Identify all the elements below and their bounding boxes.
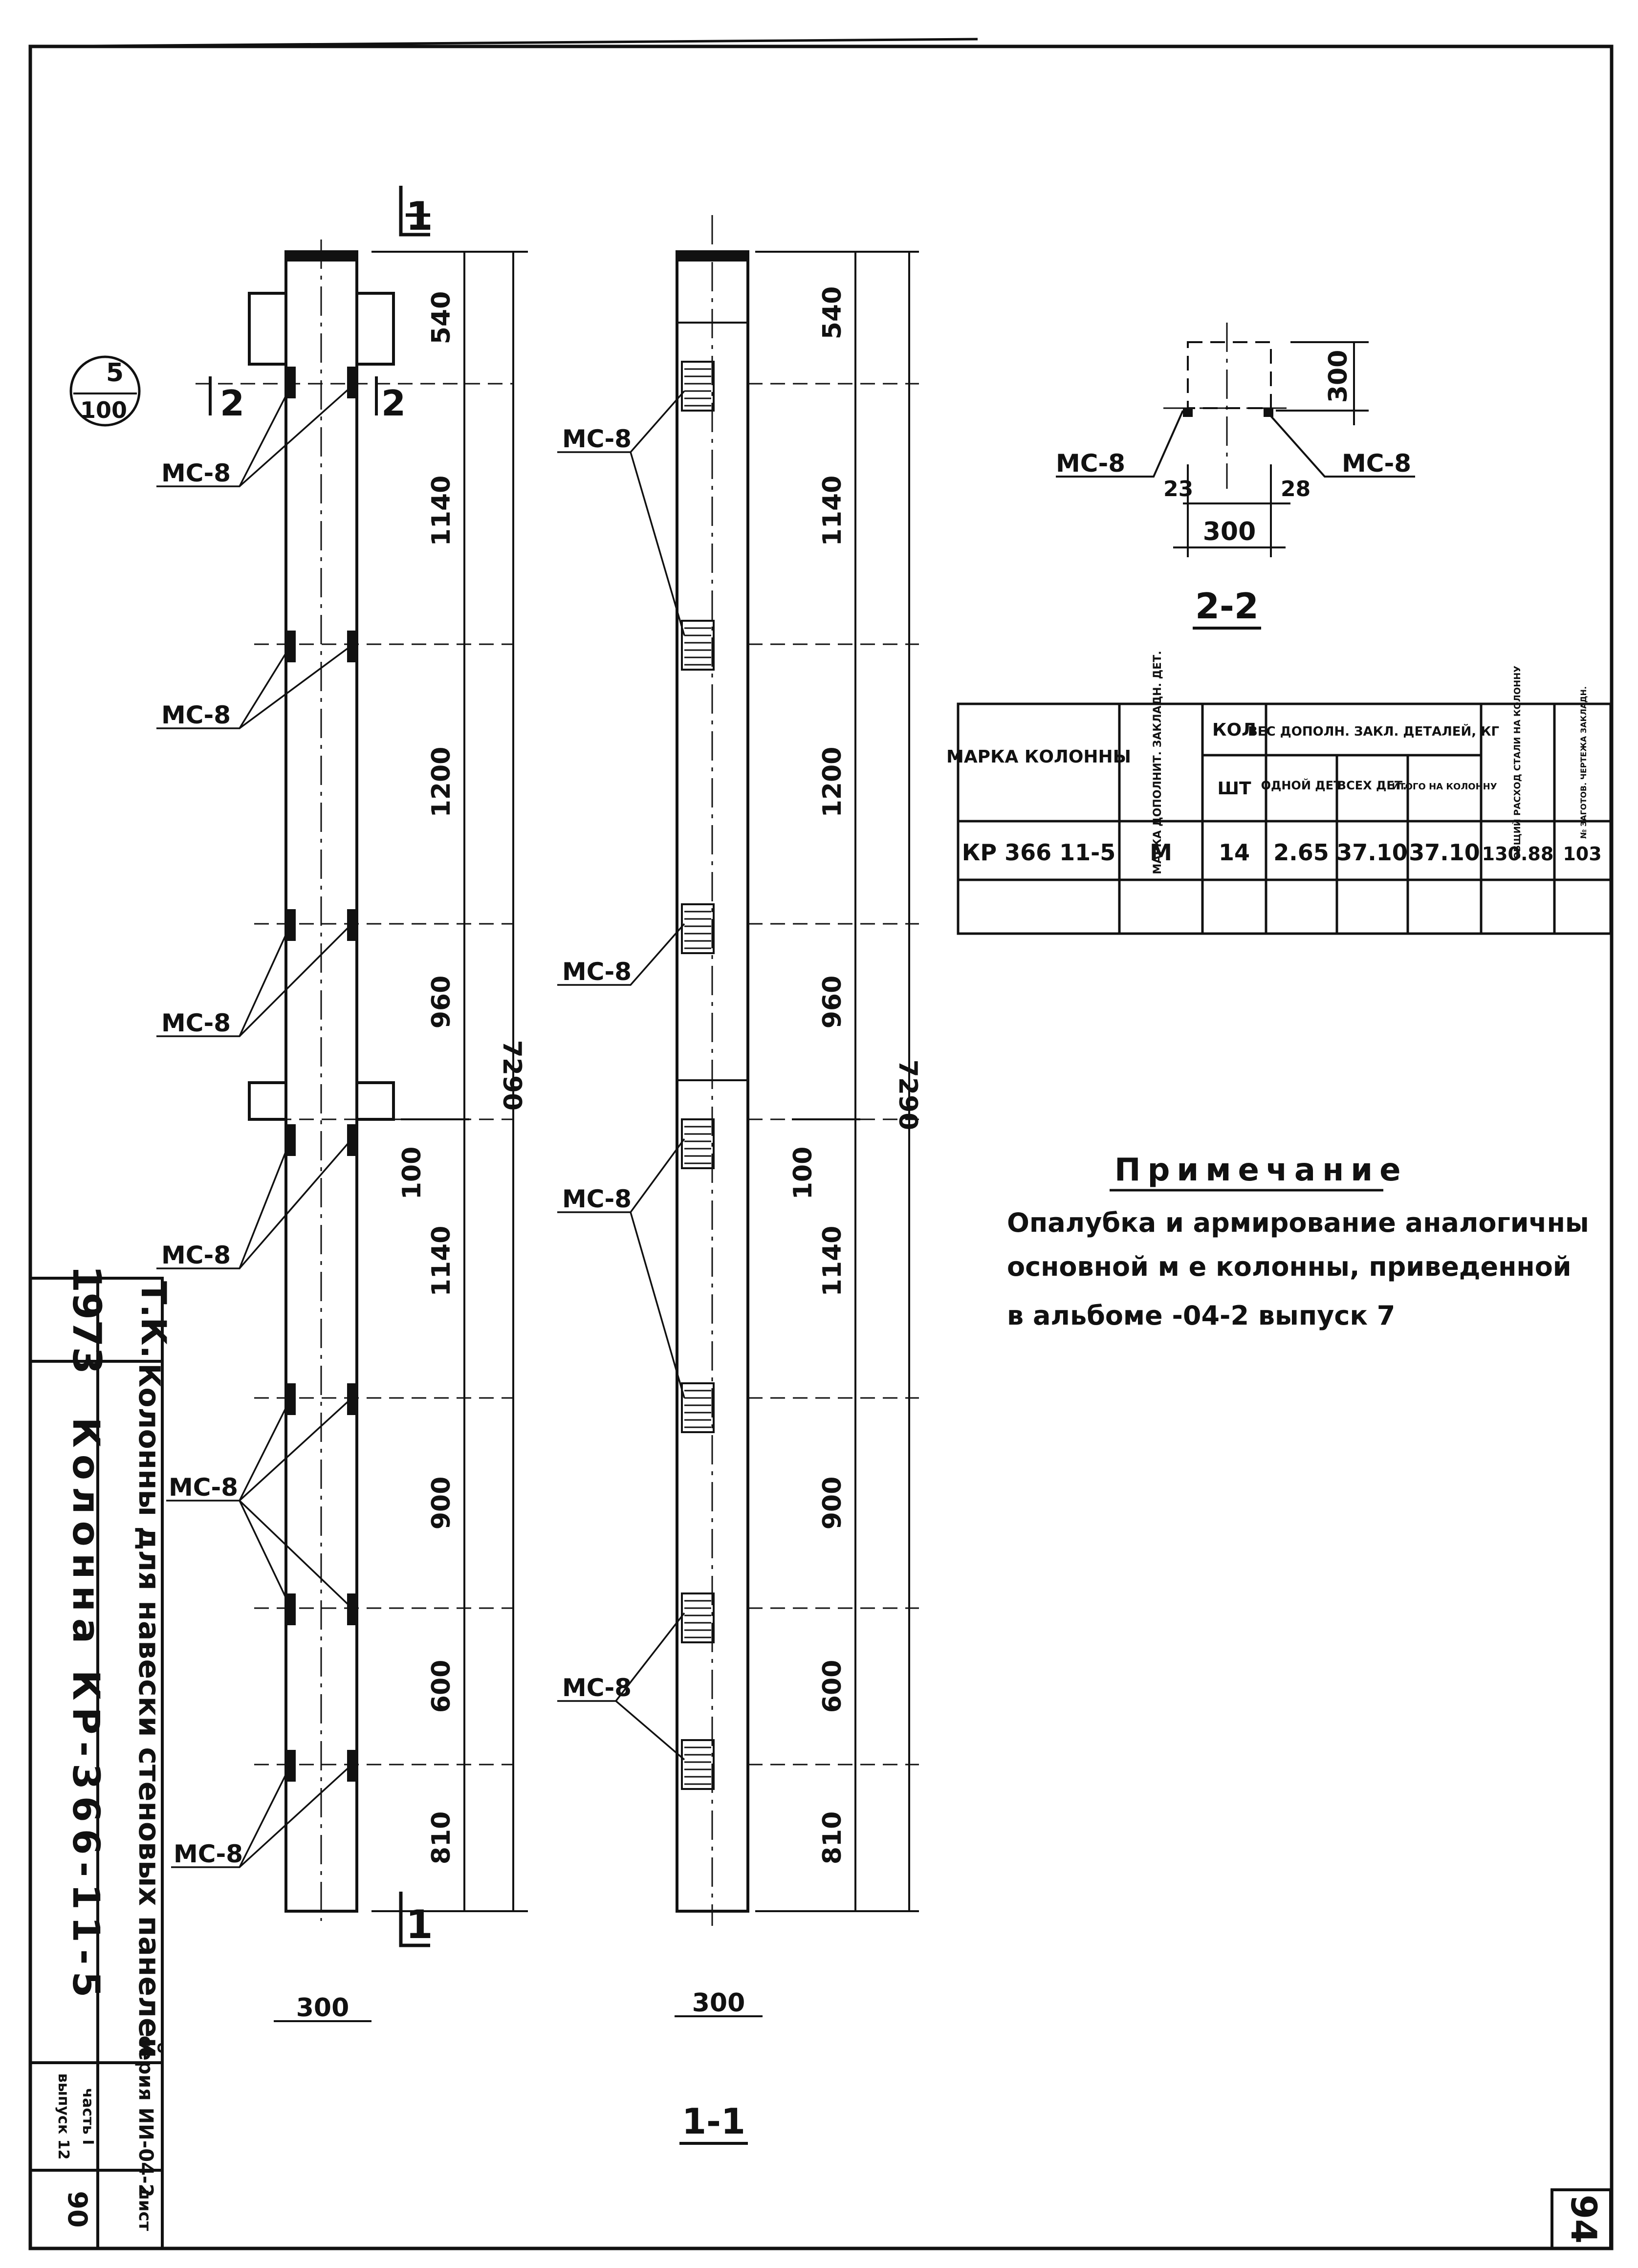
dim-left-width: 300: [296, 1993, 349, 2023]
dim-left-total: 7290: [497, 1040, 526, 1111]
column-section-1-1: 540 1140 1200 960 100 1140 900 600 810 7…: [557, 215, 922, 2145]
dim-left-1200: 1200: [427, 747, 456, 818]
sheet-frame: [28, 44, 1614, 2250]
mc8-label-s22-left: МС-8: [1056, 449, 1125, 478]
dim-mid-100: 100: [788, 1147, 818, 1200]
stamp-series: серия ИИ-04-2: [134, 2036, 157, 2198]
note-block: Примечание Опалубка и армирование аналог…: [1007, 1152, 1589, 1331]
dim-left-960: 960: [427, 976, 456, 1029]
section-2-2: 300 23 28 300 МС-8 МС-8 2-2: [1056, 323, 1415, 630]
dim-left-600: 600: [427, 1660, 456, 1713]
dim-s22-300v: 300: [1324, 350, 1353, 403]
stamp-issue: выпуск 12: [55, 2073, 72, 2160]
spec-table: МАРКА КОЛОННЫ МАРКА ДОПОЛНИТ. ЗАКЛАДН. Д…: [946, 651, 1612, 935]
dim-left-540: 540: [427, 291, 456, 345]
frame-top-edge: [30, 38, 978, 48]
th-weight: ВЕС ДОПОЛН. ЗАКЛ. ДЕТАЛЕЙ, КГ: [1248, 723, 1499, 739]
stamp-part: часть I: [79, 2088, 96, 2145]
dim-mid-1140b: 1140: [818, 1226, 847, 1297]
stamp-title: Колонны для навески стеновых панелей: [132, 1363, 166, 2058]
stamp-year: 1973: [64, 1265, 109, 1374]
dim-mid-width: 300: [692, 1988, 745, 2018]
mc8-label-mid-1: МС-8: [562, 425, 632, 453]
dim-mid-1140: 1140: [818, 476, 847, 546]
td-drawing: 103: [1563, 843, 1601, 865]
dim-s22-23: 23: [1163, 477, 1193, 502]
td-w-total: 37.10: [1409, 839, 1480, 866]
dim-left-1140b: 1140: [427, 1226, 456, 1297]
mc8-label-left-1: МС-8: [161, 459, 231, 487]
dim-mid-540: 540: [818, 286, 847, 340]
th-qty-unit: ШТ: [1217, 779, 1251, 799]
mc8-label-left-2: МС-8: [161, 701, 231, 729]
dim-mid-total: 7290: [893, 1060, 922, 1131]
stamp-sheet: 90: [62, 2191, 93, 2227]
th-w-total: ИТОГО НА КОЛОННУ: [1392, 782, 1497, 792]
dim-left-900: 900: [427, 1477, 456, 1530]
title-stamp: 1973 Т.К. Колонны для навески стеновых п…: [29, 1265, 174, 2250]
td-mark: КР 366 11-5: [962, 839, 1115, 866]
section-mark-2-right: 2: [381, 383, 406, 424]
mc8-label-left-5: МС-8: [169, 1473, 238, 1502]
dim-s22-300h: 300: [1203, 517, 1256, 546]
section-label-2-2: 2-2: [1195, 586, 1259, 627]
td-steel: 130.88: [1482, 843, 1554, 865]
dim-mid-1200: 1200: [818, 747, 847, 818]
page-number-box: 94: [1551, 2188, 1612, 2250]
th-mark: МАРКА КОЛОННЫ: [946, 747, 1131, 767]
dim-mid-810: 810: [818, 1811, 847, 1865]
note-line-3: в альбоме -04-2 выпуск 7: [1007, 1300, 1395, 1331]
th-qty: КОЛ: [1212, 720, 1256, 740]
scale-mark: 5 100: [69, 355, 141, 427]
section-mark-1-top: 1: [406, 194, 433, 239]
mc8-label-left-6: МС-8: [174, 1840, 243, 1868]
td-qty: 14: [1219, 839, 1250, 866]
mc8-label-s22-right: МС-8: [1342, 449, 1411, 478]
th-w-all: ВСЕХ ДЕТ.: [1337, 779, 1407, 792]
dim-mid-900: 900: [818, 1477, 847, 1530]
th-embedded-mark: МАРКА ДОПОЛНИТ. ЗАКЛАДН. ДЕТ.: [1152, 651, 1164, 874]
th-steel: ОБЩИЙ РАСХОД СТАЛИ НА КОЛОННУ: [1512, 666, 1523, 859]
mc8-label-left-3: МС-8: [161, 1009, 231, 1037]
dim-left-810: 810: [427, 1811, 456, 1865]
note-line-1: Опалубка и армирование аналогичны: [1007, 1207, 1589, 1238]
section-mark-2-left: 2: [220, 383, 244, 424]
td-w-all: 37.10: [1336, 839, 1408, 866]
stamp-subtitle: Колонна КР-366-11-5: [65, 1418, 108, 2005]
th-drawing: № ЗАГОТОВ. ЧЕРТЕЖА ЗАКЛАДН.: [1579, 686, 1588, 839]
mc8-label-mid-4: МС-8: [562, 1674, 632, 1702]
page-number: 94: [1563, 2195, 1604, 2244]
dim-left-1140: 1140: [427, 476, 456, 546]
dim-s22-28: 28: [1281, 477, 1310, 502]
scale-top: 5: [106, 358, 124, 388]
td-w-one: 2.65: [1273, 839, 1329, 866]
stamp-sheet-label: лист: [135, 2188, 154, 2231]
scale-bottom: 100: [80, 397, 127, 423]
section-label-1-1: 1-1: [682, 2101, 745, 2142]
dim-left-100: 100: [397, 1147, 427, 1200]
dim-mid-960: 960: [818, 976, 847, 1029]
dim-mid-600: 600: [818, 1660, 847, 1713]
mc8-label-mid-3: МС-8: [562, 1185, 632, 1213]
note-title: Примечание: [1114, 1152, 1408, 1188]
td-embedded: М: [1150, 839, 1172, 866]
mc8-label-left-4: МС-8: [161, 1241, 231, 1269]
section-mark-1-bottom: 1: [406, 1902, 433, 1947]
mc8-label-mid-2: МС-8: [562, 958, 632, 986]
column-elevation-left: 1 1 2 2 540 1140 1200 960 100 1140 900 6…: [156, 186, 528, 2023]
th-w-one: ОДНОЙ ДЕТ: [1261, 778, 1342, 792]
note-line-2: основной м е колонны, приведенной: [1007, 1251, 1572, 1282]
stamp-tk: Т.К.: [133, 1281, 174, 1358]
